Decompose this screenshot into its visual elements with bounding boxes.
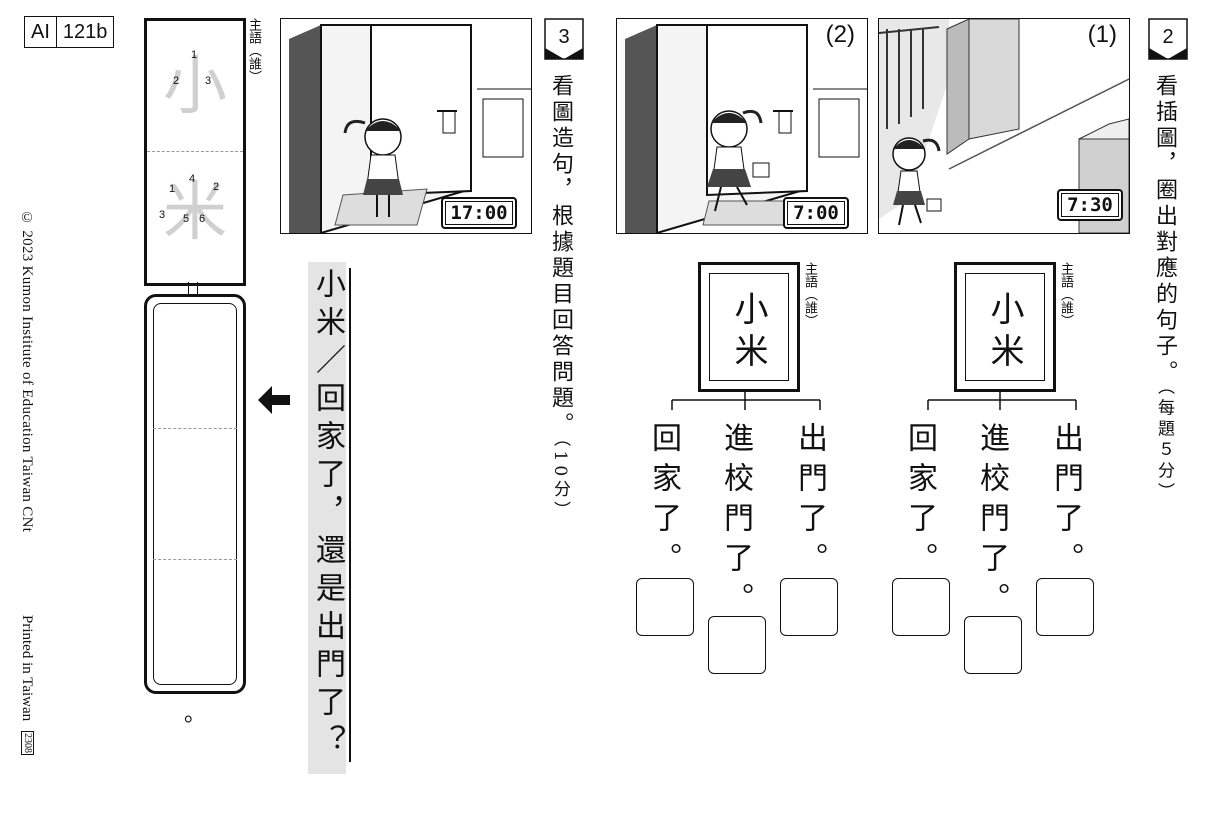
printed-text: Printed in Taiwan: [19, 615, 35, 722]
model-sentence: 小米／回家了，還是出門了？: [308, 262, 351, 774]
picture-3: 17:00: [280, 18, 532, 235]
question-badge-icon: [1148, 18, 1188, 60]
picture-2-clock: 7:00: [783, 197, 849, 229]
q3-points: （10分）: [550, 438, 570, 523]
writing-box-inner: [153, 303, 237, 685]
picture-1: (1) 7:30: [878, 18, 1130, 234]
writing-divider-2: [153, 559, 237, 560]
writing-divider-1: [153, 428, 237, 429]
copyright: © 2023 Kumon Institute of Education Taiw…: [19, 210, 35, 533]
picture-2: (2) 7:00: [616, 18, 868, 235]
stroke-number: 3: [205, 75, 212, 87]
question-3-number: 3: [544, 18, 584, 60]
trace-box: 小 米 1 2 3 1 2 3 4 5 6: [144, 18, 246, 286]
q2-2-sentence-2: 進校門了。: [718, 422, 753, 622]
question-2-instruction: 看插圖，圈出對應的句子。（每題５分）: [1146, 74, 1182, 554]
writing-box[interactable]: [144, 294, 246, 694]
trace-char-2: 米: [163, 176, 227, 250]
picture-3-clock: 17:00: [441, 197, 517, 229]
doorway-leaving-illustration: [617, 19, 867, 235]
q2-2-sentence-3: 回家了。: [646, 422, 681, 582]
level-code: AI: [31, 21, 50, 43]
subject-label-2: 主語（誰）: [802, 262, 817, 327]
issue-number: 2308: [21, 730, 34, 755]
q2-1-answer-box-2[interactable]: [964, 616, 1022, 674]
page-code: 121b: [55, 17, 114, 47]
stroke-number: 1: [191, 49, 198, 61]
q2-1-sentence-2: 進校門了。: [974, 422, 1009, 622]
subject-word-2: 小米: [728, 291, 768, 375]
subject-frame-1: 小米: [954, 262, 1056, 392]
q2-1-sentence-1: 出門了。: [1048, 422, 1083, 582]
q2-instruction-text: 看插圖，圈出對應的句子。: [1152, 74, 1177, 386]
question-2-digit: 2: [1162, 26, 1174, 48]
question-badge-icon: [544, 18, 584, 60]
q2-2-answer-box-1[interactable]: [780, 578, 838, 636]
q2-1-sentence-3: 回家了。: [902, 422, 937, 582]
stroke-number: 5: [183, 213, 190, 225]
q3-subject-label: 主語（誰）: [246, 18, 261, 83]
question-3-digit: 3: [558, 26, 570, 48]
printed-note: Printed in Taiwan 2308: [18, 615, 35, 755]
subject-branch-lines: [671, 388, 1077, 410]
subject-word-1: 小米: [984, 291, 1024, 375]
trace-char-1: 小: [163, 50, 227, 124]
picture-1-clock: 7:30: [1057, 189, 1123, 221]
q2-1-answer-box-1[interactable]: [1036, 578, 1094, 636]
stroke-number: 2: [173, 75, 180, 87]
arrow-left-icon: [258, 386, 290, 414]
q3-instruction-text: 看圖造句，根據題目回答問題。: [548, 74, 573, 438]
stroke-number: 1: [169, 183, 176, 195]
subject-label-1: 主語（誰）: [1058, 262, 1073, 327]
question-3-instruction: 看圖造句，根據題目回答問題。（10分）: [542, 74, 578, 574]
subject-frame-2: 小米: [698, 262, 800, 392]
q2-2-answer-box-2[interactable]: [708, 616, 766, 674]
box-connector: [188, 282, 198, 294]
q2-points: （每題５分）: [1154, 386, 1174, 504]
trace-divider: [147, 151, 243, 152]
worksheet-code: AI 121b: [24, 16, 115, 48]
q2-2-answer-box-3[interactable]: [636, 578, 694, 636]
picture-2-label: (2): [825, 21, 855, 48]
picture-1-label: (1): [1087, 21, 1117, 48]
school-gate-illustration: [878, 18, 1130, 234]
stroke-number: 3: [159, 209, 166, 221]
q2-1-answer-box-3[interactable]: [892, 578, 950, 636]
question-2-number: 2: [1148, 18, 1188, 60]
model-sentence-text: 小米／回家了，還是出門了？: [310, 268, 351, 762]
subject-frame-1-inner: [965, 273, 1045, 381]
q2-2-sentence-1: 出門了。: [792, 422, 827, 582]
writing-ending-mark: 。: [184, 702, 207, 727]
stroke-number: 2: [213, 181, 220, 193]
stroke-number: 6: [199, 213, 206, 225]
subject-frame-2-inner: [709, 273, 789, 381]
stroke-number: 4: [189, 173, 196, 185]
